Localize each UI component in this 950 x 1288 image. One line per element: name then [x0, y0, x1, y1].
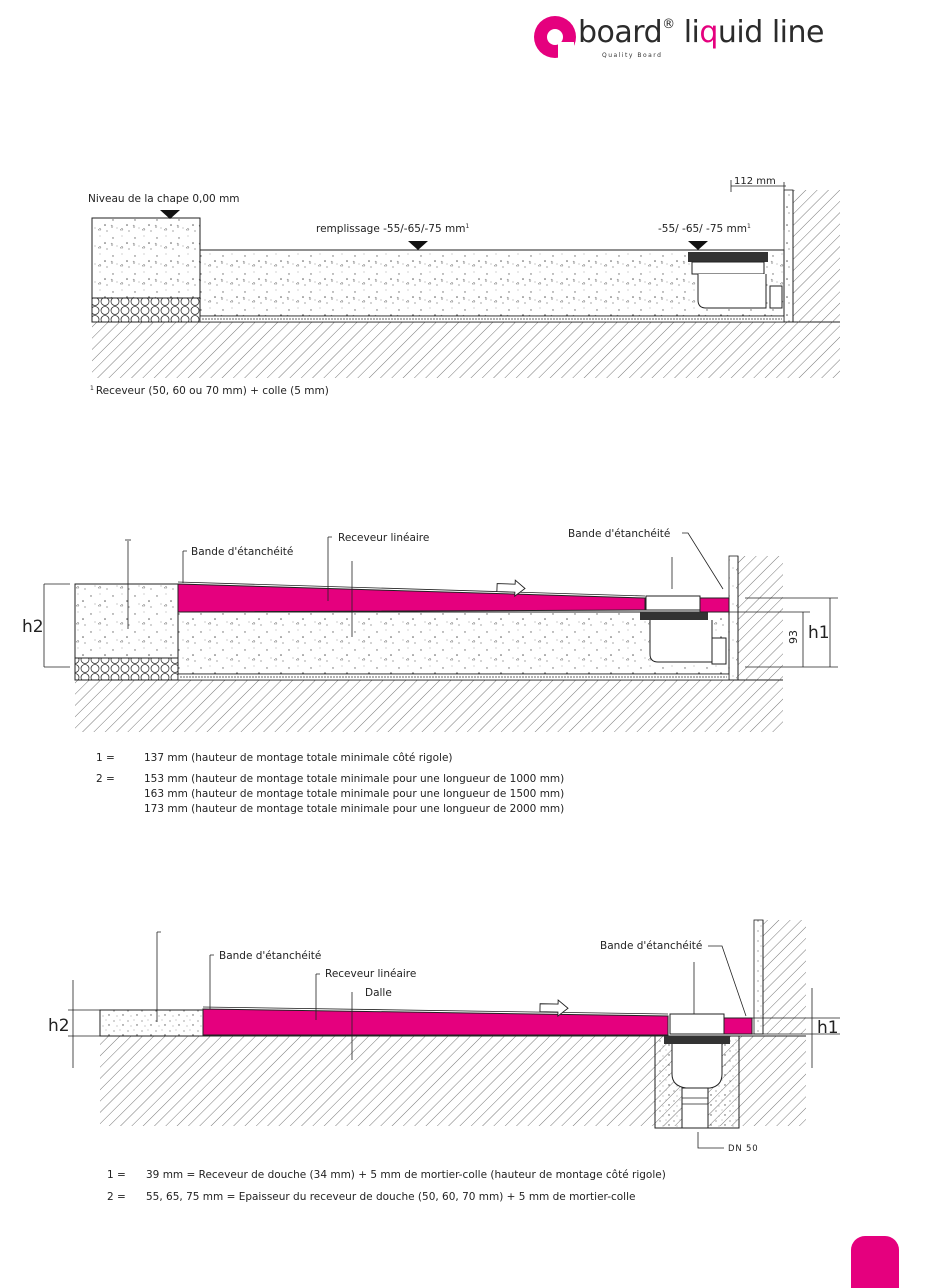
d2-note-3-text: 163 mm (hauteur de montage totale minima… [144, 788, 565, 800]
label-band-right: Bande d'étanchéité [568, 528, 670, 540]
dim-h1: h1 [808, 623, 830, 643]
d3-note-1-text: 39 mm = Receveur de douche (34 mm) + 5 m… [146, 1169, 666, 1181]
label-slab: Dalle [365, 987, 392, 999]
d2-note-2-key: 2 = [96, 773, 115, 785]
label-wall-distance: 112 mm [734, 176, 776, 187]
dim-93: 93 [787, 630, 800, 644]
logo-tagline: Quality Board [602, 52, 663, 59]
diagram-1-section: Niveau de la chape 0,00 mm remplissage -… [88, 176, 840, 397]
d2-note-2-text: 153 mm (hauteur de montage totale minima… [144, 773, 565, 785]
label-band-right: Bande d'étanchéité [600, 940, 702, 952]
dim-h1: h1 [817, 1018, 839, 1038]
logo-wordmark: board® liquid line [578, 15, 824, 50]
d2-note-4-text: 173 mm (hauteur de montage totale minima… [144, 803, 565, 815]
qboard-logo: board® liquid line Quality Board [534, 10, 854, 65]
d2-note-1-key: 1 = [96, 752, 115, 764]
dim-h2: h2 [22, 617, 44, 637]
d3-note-2-text: 55, 65, 75 mm = Epaisseur du receveur de… [146, 1191, 636, 1203]
label-drain-level: -55/ -65/ -75 mm1 [658, 223, 751, 235]
d3-note-2-key: 2 = [107, 1191, 126, 1203]
diagram-2-section: Bande d'étanchéité Receveur linéaire Ban… [22, 528, 838, 732]
label-receiver: Receveur linéaire [325, 968, 416, 980]
label-receiver: Receveur linéaire [338, 532, 429, 544]
d2-note-1-text: 137 mm (hauteur de montage totale minima… [144, 752, 453, 764]
label-band-left: Bande d'étanchéité [219, 950, 321, 962]
label-band-left: Bande d'étanchéité [191, 546, 293, 558]
q-logo-icon [534, 16, 576, 58]
diagram-3-section: Bande d'étanchéité Receveur linéaire Dal… [48, 919, 840, 1154]
page-tab-marker [851, 1236, 899, 1288]
label-screed-level: Niveau de la chape 0,00 mm [88, 193, 240, 205]
dim-h2: h2 [48, 1016, 70, 1036]
label-fill: remplissage -55/-65/-75 mm1 [316, 223, 469, 235]
label-dn50: DN 50 [728, 1144, 758, 1154]
d3-note-1-key: 1 = [107, 1169, 126, 1181]
